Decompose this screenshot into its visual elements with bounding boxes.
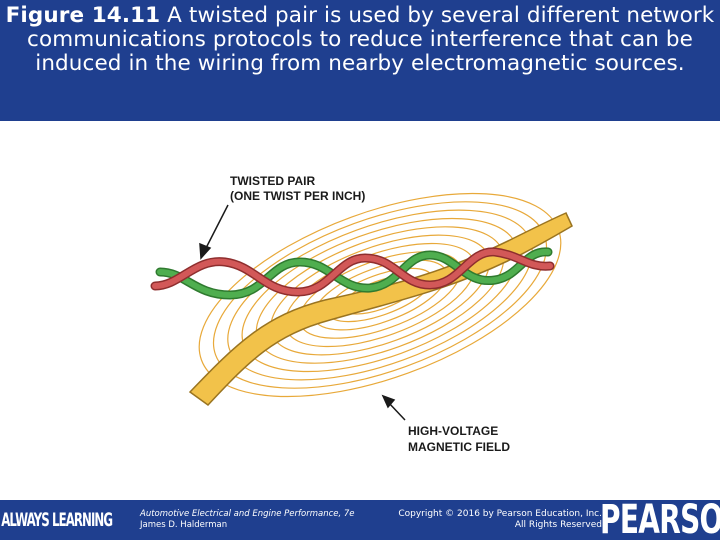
footer-bar: ALWAYS LEARNING Automotive Electrical an… xyxy=(0,497,720,543)
book-citation: Automotive Electrical and Engine Perform… xyxy=(140,509,380,531)
copyright-line: Copyright © 2016 by Pearson Education, I… xyxy=(398,509,602,519)
pearson-logo: PEARSON xyxy=(600,497,720,543)
figure-caption-text: A twisted pair is used by several differ… xyxy=(27,3,715,76)
always-learning-slogan: ALWAYS LEARNING xyxy=(1,509,113,531)
label-magnetic-field: MAGNETIC FIELD xyxy=(408,440,510,454)
callout-arrows xyxy=(199,204,406,421)
twisted-pair-wires xyxy=(150,247,555,300)
twisted-pair-diagram: TWISTED PAIR (ONE TWIST PER INCH) HIGH-V… xyxy=(150,174,573,454)
rights-line: All Rights Reserved xyxy=(514,520,602,530)
book-author: James D. Halderman xyxy=(140,520,228,530)
label-twisted-pair: TWISTED PAIR xyxy=(230,174,315,188)
copyright-notice: Copyright © 2016 by Pearson Education, I… xyxy=(388,509,602,531)
book-title: Automotive Electrical and Engine Perform… xyxy=(140,509,355,519)
caption-banner: Figure 14.11 A twisted pair is used by s… xyxy=(0,0,720,121)
figure-caption: Figure 14.11 A twisted pair is used by s… xyxy=(0,0,720,76)
label-twist-per-inch: (ONE TWIST PER INCH) xyxy=(230,189,365,203)
figure-label: Figure 14.11 xyxy=(5,3,161,28)
label-high-voltage: HIGH-VOLTAGE xyxy=(408,424,498,438)
twisted-pair-figure: TWISTED PAIR (ONE TWIST PER INCH) HIGH-V… xyxy=(0,121,720,500)
